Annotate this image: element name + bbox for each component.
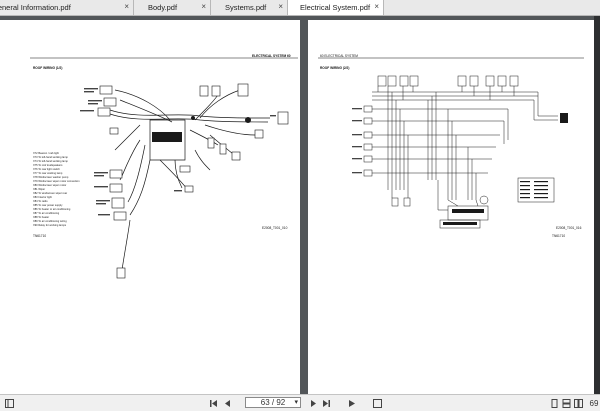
- page-number: 60: [287, 54, 291, 58]
- legend-item: X72 Beacon / cab light: [33, 152, 59, 155]
- page-header: ELECTRICAL SYSTEM: [252, 54, 287, 58]
- legend-item: X82 To windscreen wiper rear: [33, 192, 68, 195]
- view-mode-icon[interactable]: [372, 397, 382, 409]
- single-page-view-icon[interactable]: [549, 397, 559, 409]
- tab-bar: General Information.pdf × Body.pdf × Sys…: [0, 0, 600, 16]
- legend-item: X77 To rear working lamp: [33, 172, 63, 175]
- legend-item: X84 To radio: [33, 200, 48, 203]
- legend-item: X83 Interior light: [33, 196, 52, 199]
- page-header: 60 ELECTRICAL SYSTEM: [320, 54, 358, 58]
- legend-item: X85 To rear power supply: [33, 204, 63, 207]
- vertical-scrollbar[interactable]: [594, 16, 600, 394]
- first-page-icon[interactable]: [208, 397, 218, 409]
- last-page-icon[interactable]: [321, 397, 331, 409]
- pdf-page-right: 60 ELECTRICAL SYSTEM ROOF WIRING (2/2): [308, 20, 594, 408]
- pdf-page-left: ELECTRICAL SYSTEM 60 ROOF WIRING (1/2): [0, 20, 300, 408]
- legend-item: X87 To air conditioning: [33, 212, 60, 215]
- legend-item: X86 To heater or air conditioning: [33, 208, 71, 211]
- figure-code: E2008_T001_010: [262, 226, 288, 230]
- legend-item: X90 Relay for working lamps: [33, 224, 67, 227]
- chevron-down-icon[interactable]: ▾: [294, 399, 298, 406]
- close-icon[interactable]: ×: [278, 2, 283, 11]
- page-number-field[interactable]: 63 / 92 ▾: [245, 397, 301, 408]
- legend-item: X80 Windscreen wiper motor: [33, 184, 67, 187]
- close-icon[interactable]: ×: [374, 2, 379, 11]
- legend-item: X79 Windscreen wiper motor connection: [33, 180, 80, 183]
- wiring-schematic-right: [318, 57, 584, 229]
- legend-item: X73 To left-hand working lamp: [33, 156, 68, 159]
- page-indicator: 63 / 92: [260, 398, 286, 407]
- tab-label: Body.pdf: [148, 3, 178, 12]
- previous-page-icon[interactable]: [222, 397, 232, 409]
- tab-systems[interactable]: Systems.pdf ×: [211, 0, 288, 15]
- next-page-icon[interactable]: [308, 397, 318, 409]
- zoom-level[interactable]: 69: [589, 398, 599, 408]
- legend-item: X89 To air conditioning wiring: [33, 220, 67, 223]
- tab-electrical-system[interactable]: Electrical System.pdf ×: [288, 0, 384, 15]
- legend-item: X88 To heater: [33, 216, 50, 219]
- legend-item: X78 Windscreen washer pump: [33, 176, 69, 179]
- status-bar: 63 / 92 ▾ 69: [0, 394, 600, 411]
- legend-item: X74 To left-hand working lamp: [33, 160, 68, 163]
- thumbnails-icon[interactable]: [4, 397, 14, 409]
- close-icon[interactable]: ×: [201, 2, 206, 11]
- document-id: TN61710: [552, 234, 566, 238]
- legend-item: X76 To rear light switch: [33, 168, 60, 171]
- document-id: TN61710: [33, 234, 47, 238]
- figure-code: E2008_T001_016: [556, 226, 582, 230]
- section-title: ROOF WIRING (2/2): [320, 66, 350, 70]
- legend-item: X81 Wiper: [33, 188, 46, 191]
- two-page-view-icon[interactable]: [573, 397, 583, 409]
- tab-label: Electrical System.pdf: [300, 3, 371, 12]
- wiring-diagram-left: [30, 57, 298, 279]
- tab-label: Systems.pdf: [225, 3, 267, 12]
- section-title: ROOF WIRING (1/2): [33, 66, 63, 70]
- document-viewer[interactable]: ELECTRICAL SYSTEM 60 ROOF WIRING (1/2): [0, 16, 600, 408]
- play-icon[interactable]: [346, 397, 356, 409]
- close-icon[interactable]: ×: [124, 2, 129, 11]
- tab-label: General Information.pdf: [0, 3, 71, 12]
- legend-item: X75 To roof loudspeakers: [33, 164, 63, 167]
- continuous-view-icon[interactable]: [561, 397, 571, 409]
- tab-general-information[interactable]: General Information.pdf ×: [0, 0, 134, 15]
- tab-body[interactable]: Body.pdf ×: [134, 0, 211, 15]
